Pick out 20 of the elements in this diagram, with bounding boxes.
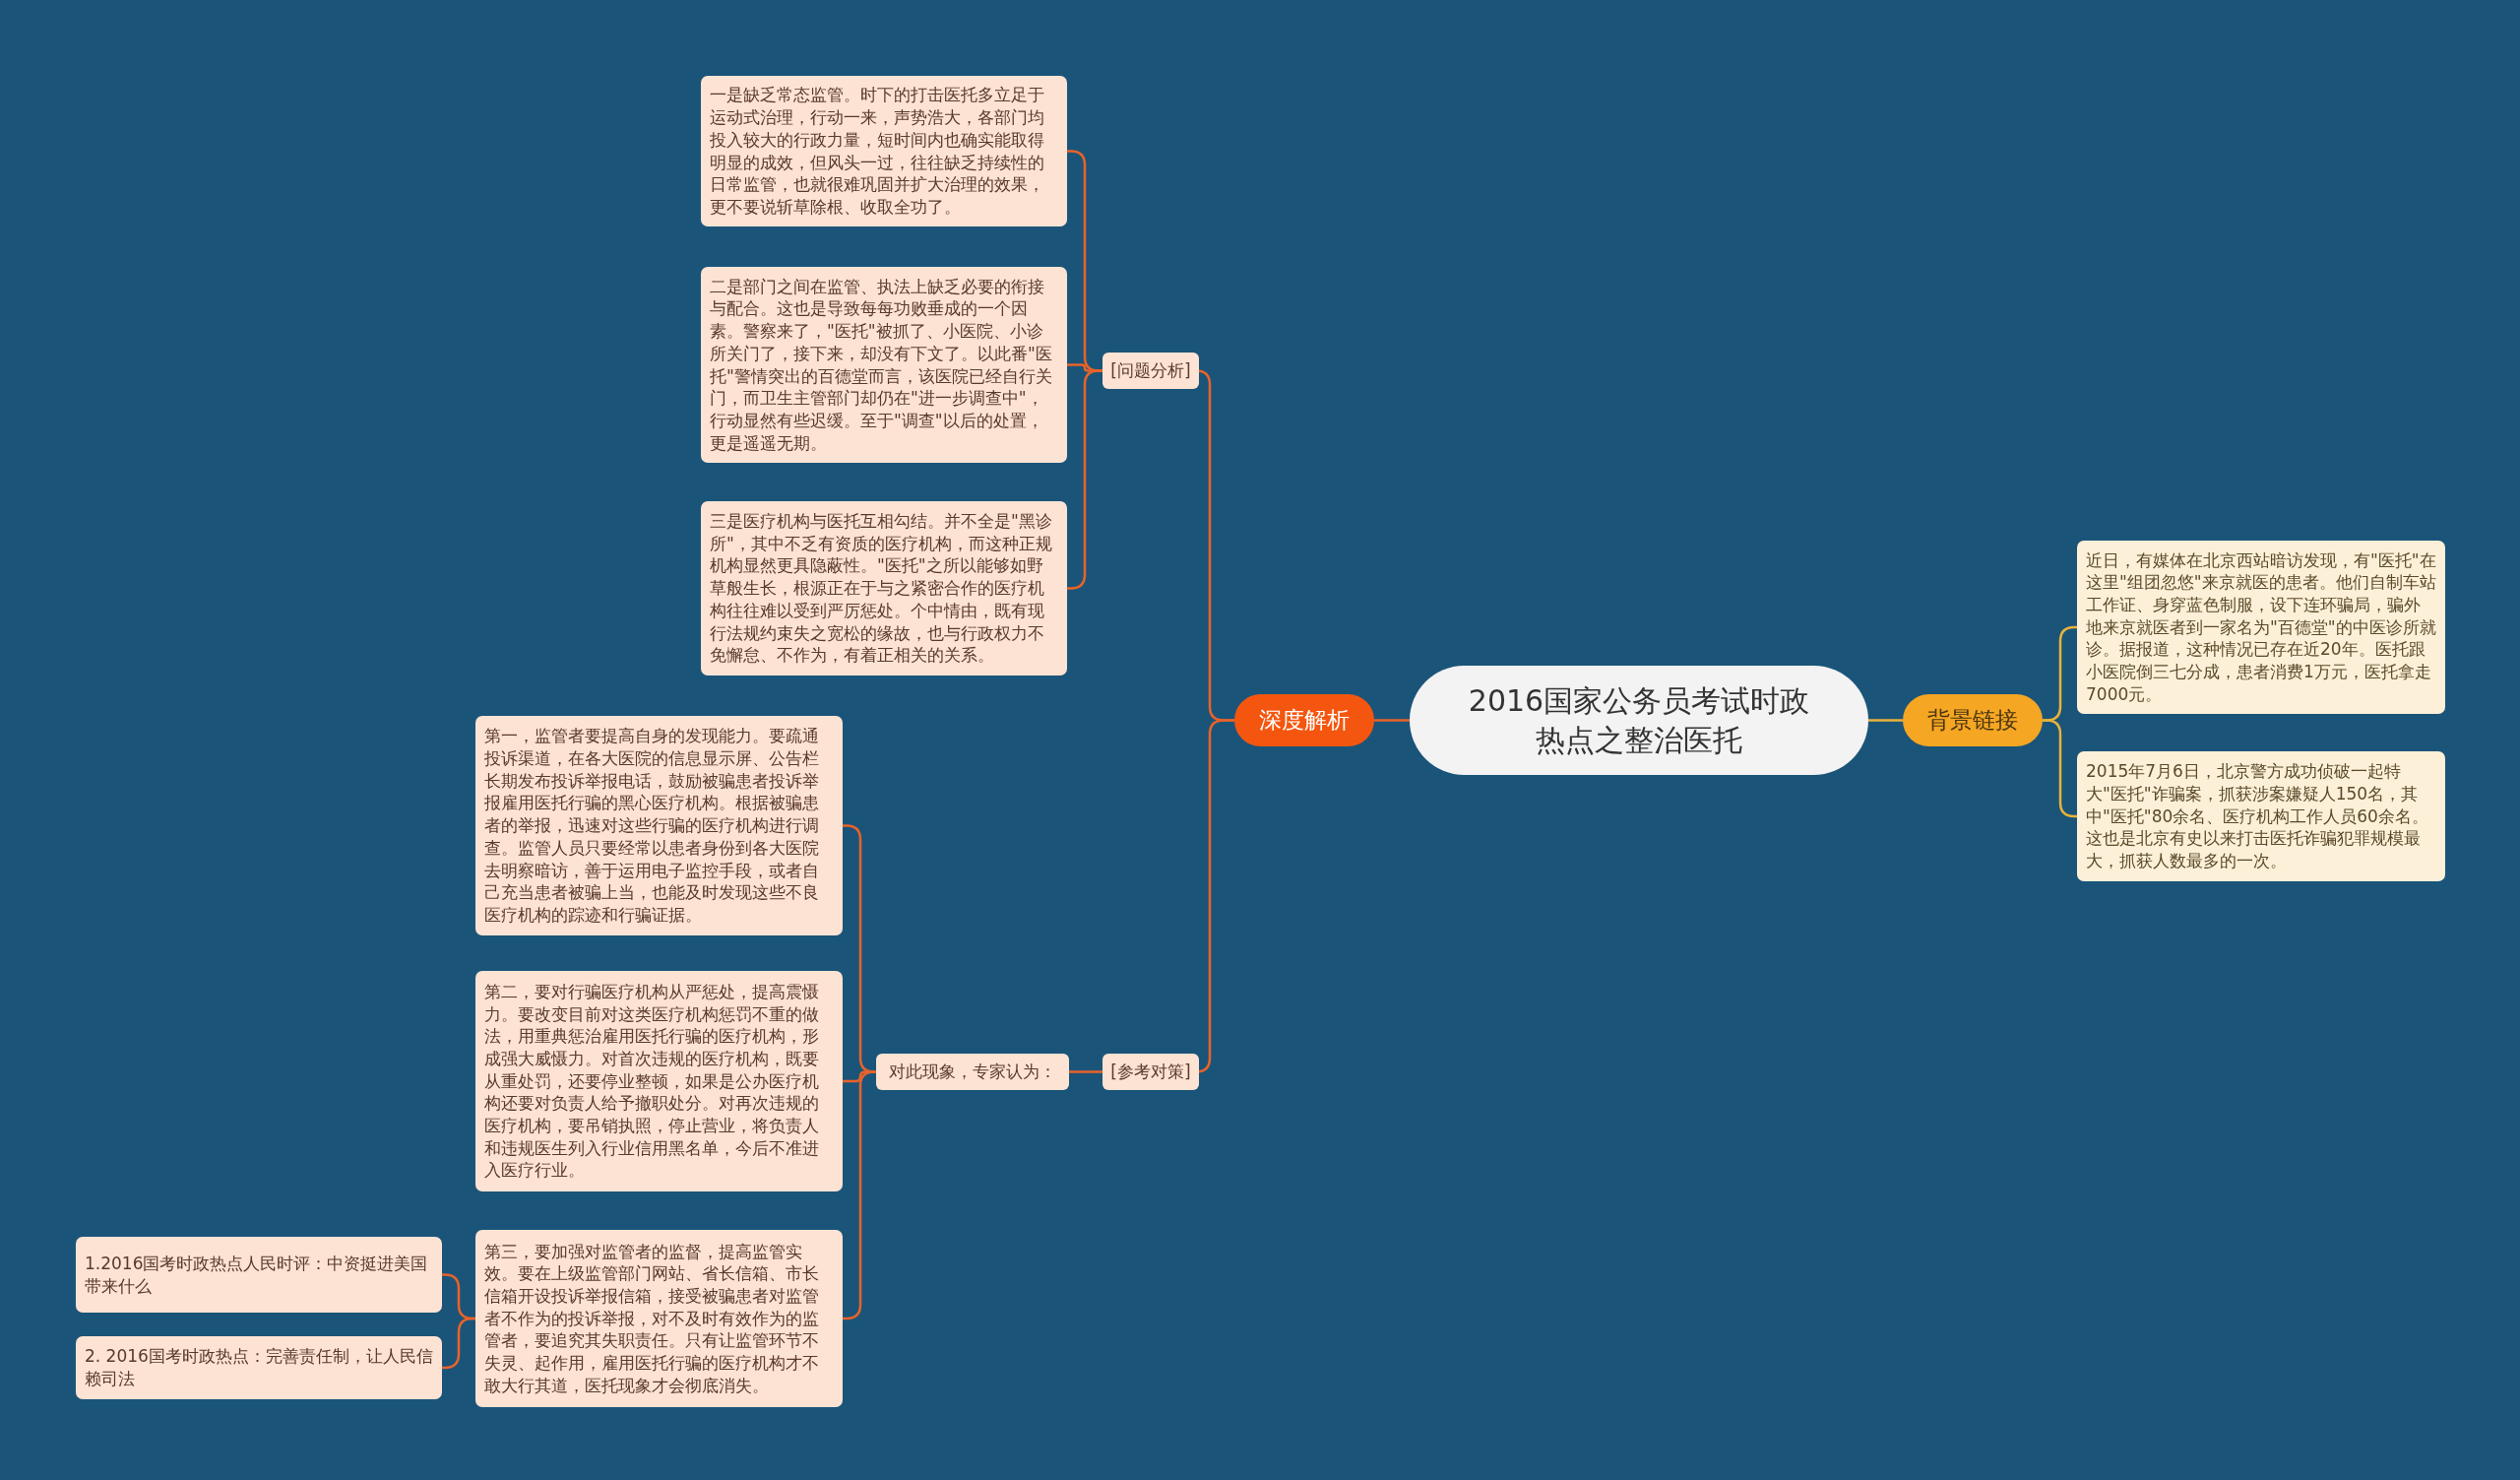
text-card: 第一，监管者要提高自身的发现能力。要疏通投诉渠道，在各大医院的信息显示屏、公告栏长期发布投诉举报电话，鼓励被骗患者投诉举报雇用医托行骗的黑心医疗机构。根据被骗患者的举报，迅速对这些行骗的医疗机构进行调查。监管人员只要经常以患者身份到各大医院去明察暗访，善于运用电子监控手段，或者自己充当患者被骗上当，也能及时发现这些不良医疗机构的踪迹和行骗证据。 [475, 716, 843, 935]
link-card: 2. 2016国考时政热点：完善责任制，让人民信赖司法 [76, 1336, 442, 1399]
text-card: 三是医疗机构与医托互相勾结。并不全是"黑诊所"，其中不乏有资质的医疗机构，而这种正规机构显然更具隐蔽性。"医托"之所以能够如野草般生长，根源正在于与之紧密合作的医疗机构往往难以受到严厉惩处。个中情由，既有现行法规约束失之宽松的缘故，也与行政权力不免懈怠、不作为，有着正相关的关系。 [701, 501, 1067, 676]
connector-line [442, 1317, 475, 1370]
text-card: 一是缺乏常态监管。时下的打击医托多立足于运动式治理，行动一来，声势浩大，各部门均投入较大的行政力量，短时间内也确实能取得明显的成效，但风头一过，往往缺乏持续性的日常监管，也就很难巩固并扩大治理的效果，更不要说斩草除根、收取全功了。 [701, 76, 1067, 226]
text-card: 第二，要对行骗医疗机构从严惩处，提高震慑力。要改变目前对这类医疗机构惩罚不重的做法，用重典惩治雇用医托行骗的医疗机构，形成强大威慑力。对首次违规的医疗机构，既要从重处罚，还要停业整顿，如果是公办医疗机构还要对负责人给予撤职处分。对再次违规的医疗机构，要吊销执照，停止营业，将负责人和违规医生列入行业信用黑名单，今后不准进入医疗行业。 [475, 971, 843, 1191]
subtopic-tag: [问题分析] [1102, 353, 1199, 389]
connector-line [1868, 719, 1903, 722]
subtopic-tag: [参考对策] [1102, 1054, 1199, 1090]
text-card: 第三，要加强对监管者的监督，提高监管实效。要在上级监管部门网站、省长信箱、市长信箱开设投诉举报信箱，接受被骗患者对监管者不作为的投诉举报，对不及时有效作为的监管者，要追究其失职责任。只有让监管环节不失灵、起作用，雇用医托行骗的医疗机构才不敢大行其道，医托现象才会彻底消失。 [475, 1230, 843, 1407]
connector-line [1069, 1070, 1102, 1073]
subtopic-tag: 对此现象，专家认为： [876, 1054, 1069, 1090]
link-card: 1.2016国考时政热点人民时评：中资挺进美国带来什么 [76, 1237, 442, 1313]
connector-line [1374, 719, 1410, 722]
branch-topic: 背景链接 [1903, 694, 2043, 746]
text-card: 二是部门之间在监管、执法上缺乏必要的衔接与配合。这也是导致每每功败垂成的一个因素。警察来了，"医托"被抓了、小医院、小诊所关门了，接下来，却没有下文了。以此番"医托"警情突出的百德堂而言，该医院已经自行关门，而卫生主管部门却仍在"进一步调查中"，行动显然有些迟缓。至于"调查"以后的处置，更是遥遥无期。 [701, 267, 1067, 463]
text-card: 近日，有媒体在北京西站暗访发现，有"医托"在这里"组团忽悠"来京就医的患者。他们自制车站工作证、身穿蓝色制服，设下连环骗局，骗外地来京就医者到一家名为"百德堂"的中医诊所就诊。据报道，这种情况已存在近20年。医托跟小医院倒三七分成，患者消费1万元，医托拿走7000元。 [2077, 541, 2445, 714]
text-card: 2015年7月6日，北京警方成功侦破一起特大"医托"诈骗案，抓获涉案嫌疑人150名，其中"医托"80余名、医疗机构工作人员60余名。这也是北京有史以来打击医托诈骗犯罪规模最大，抓获人数最多的一次。 [2077, 751, 2445, 881]
central-topic: 2016国家公务员考试时政热点之整治医托 [1410, 666, 1868, 775]
branch-topic: 深度解析 [1234, 694, 1374, 746]
